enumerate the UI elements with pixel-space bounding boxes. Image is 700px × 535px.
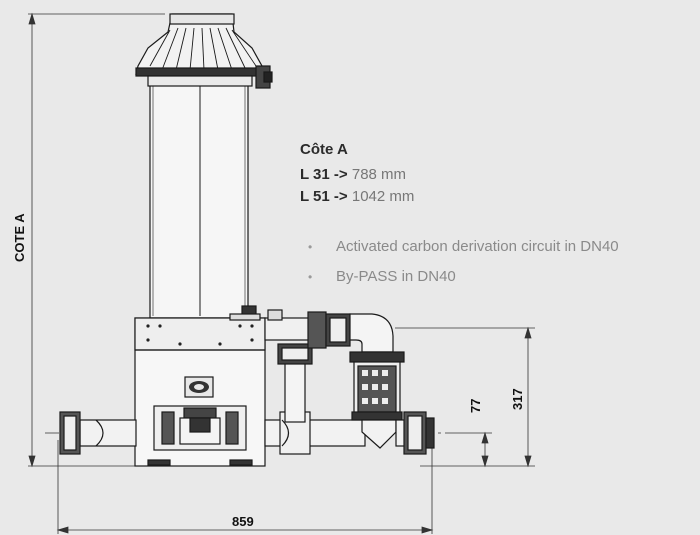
dimension-317 [395,326,535,468]
info-title: Côte A [300,141,348,158]
feature-item: By-PASS in DN40 [308,262,619,292]
dimension-77 [445,431,492,468]
model-l31: L 31 [300,166,330,183]
bypass-vertical-pipe [284,361,306,423]
left-inlet-pipe [79,419,137,447]
dimension-859 [56,440,434,534]
arrow: -> [333,166,348,183]
info-row-l51: L 51 -> 1042 mm [300,186,414,208]
cote-a-info: Côte A L 31 -> 788 mm L 51 -> 1042 mm [300,141,414,208]
feature-item: Activated carbon derivation circuit in D… [308,232,619,262]
feature-list: Activated carbon derivation circuit in D… [308,232,619,292]
width-859-label: 859 [232,514,254,529]
filter-unit [59,13,435,467]
cote-a-label: COTE A [12,213,27,262]
arrow: -> [333,188,348,205]
dimension-cote-a [28,12,165,468]
height-317-label: 317 [510,388,525,410]
info-row-l31: L 31 -> 788 mm [300,164,414,186]
filter-cylinder [149,77,249,319]
value-l31: 788 mm [351,166,407,183]
elbow-fitting [349,313,394,353]
model-l51: L 51 [300,188,330,205]
tee-fitting [361,419,397,449]
height-77-label: 77 [468,399,483,413]
value-l51: 1042 mm [351,188,415,205]
